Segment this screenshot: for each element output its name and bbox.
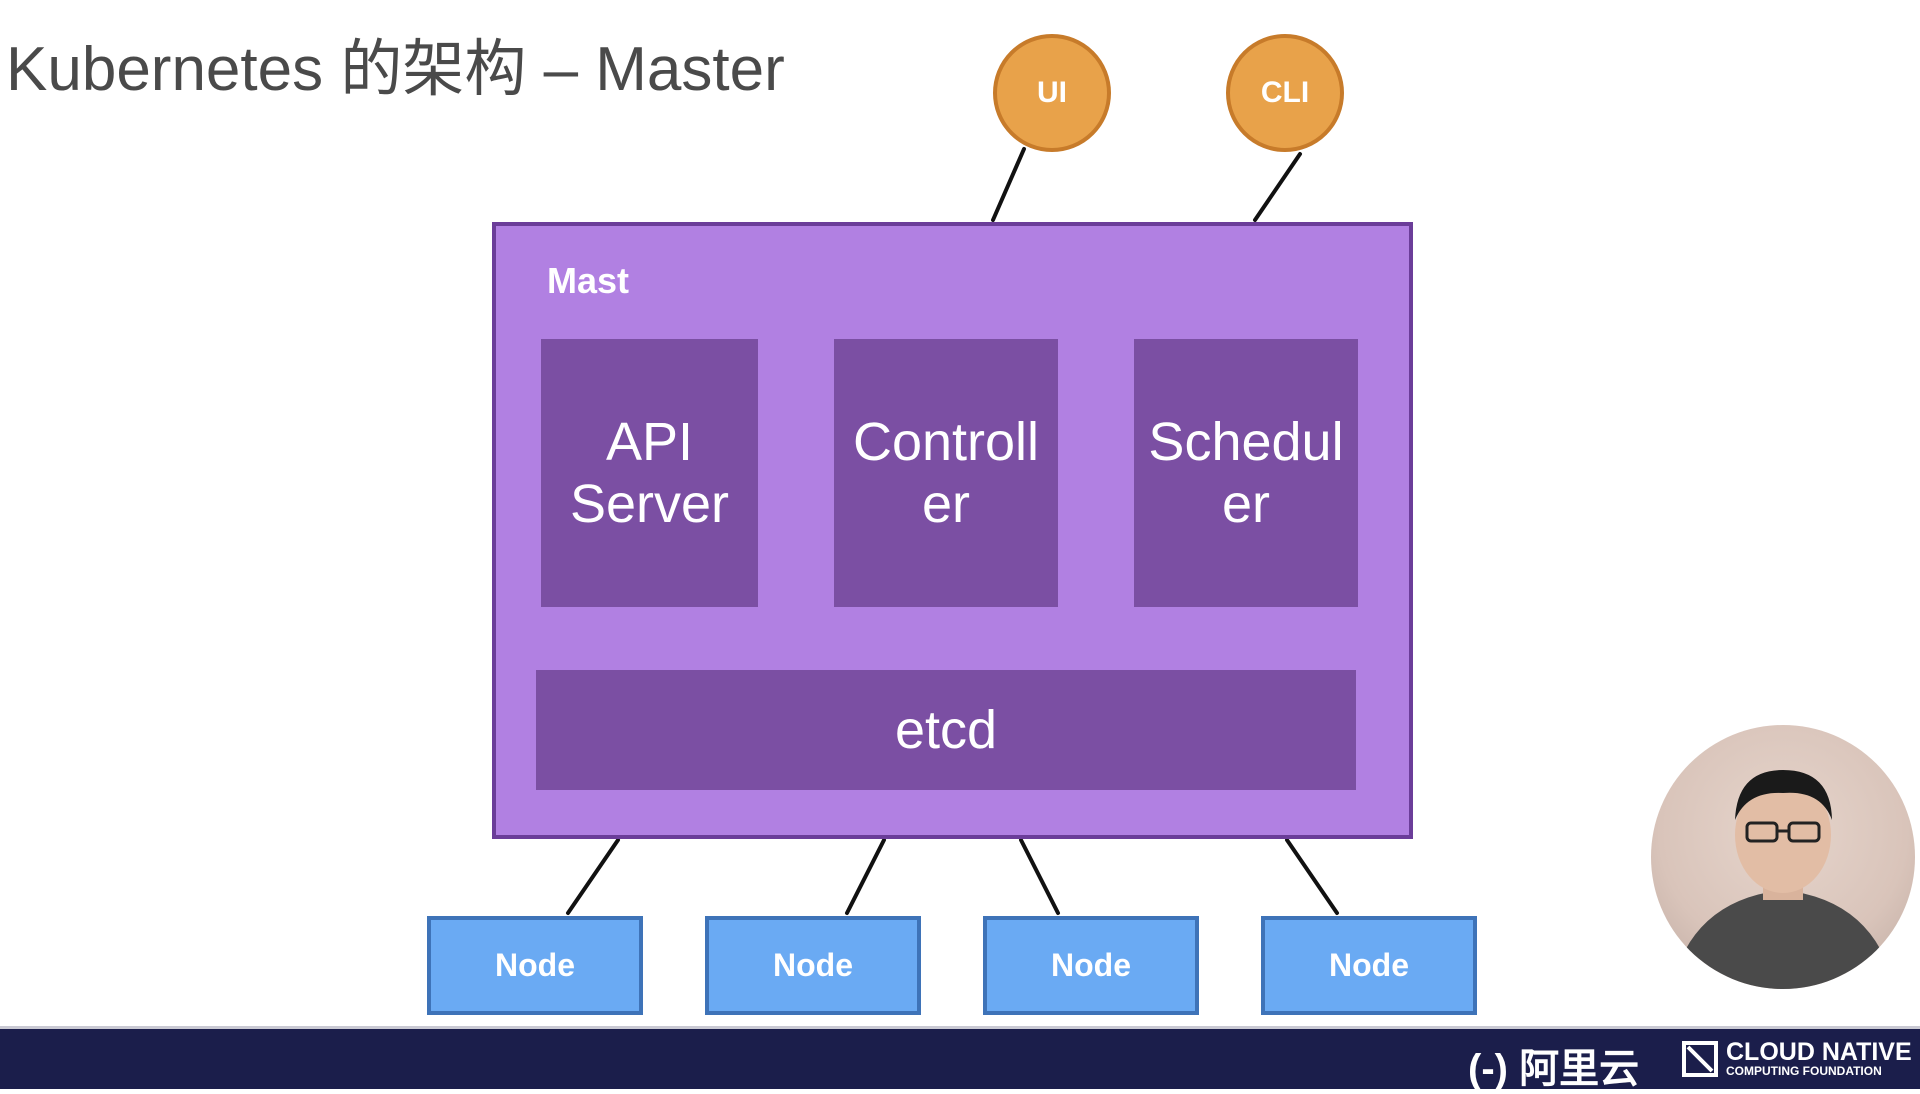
- ui-client: UI: [993, 34, 1111, 152]
- footer-bar: [0, 1026, 1920, 1089]
- node-label: Node: [495, 947, 575, 983]
- presenter-webcam: [1651, 725, 1915, 989]
- cli-connector: [1253, 152, 1302, 222]
- ui-label: UI: [1037, 76, 1067, 109]
- cncf-logo: CLOUD NATIVE COMPUTING FOUNDATION: [1682, 1040, 1912, 1078]
- node-connector: [566, 838, 620, 915]
- node-label: Node: [1329, 947, 1409, 983]
- node-box: Node: [1261, 916, 1477, 1015]
- cncf-sub-text: COMPUTING FOUNDATION: [1726, 1064, 1882, 1078]
- master-label: Mast: [547, 260, 630, 301]
- cncf-icon: [1682, 1041, 1718, 1077]
- component-label: Controll: [852, 412, 1040, 472]
- cncf-main-text: CLOUD NATIVE: [1726, 1038, 1912, 1066]
- presenter-image: [1671, 770, 1895, 989]
- node-label: Node: [1051, 947, 1131, 983]
- slide-title: Kubernetes 的架构 – Master: [6, 35, 785, 104]
- component-label: er: [1221, 474, 1270, 534]
- component-label: Server: [569, 474, 730, 534]
- node-label: Node: [773, 947, 853, 983]
- node-box: Node: [705, 916, 921, 1015]
- cli-label: CLI: [1260, 76, 1310, 109]
- node-box: Node: [427, 916, 643, 1015]
- node-connector: [845, 838, 886, 915]
- node-connector: [1019, 838, 1060, 915]
- node-box: Node: [983, 916, 1199, 1015]
- node-connector: [1285, 838, 1339, 915]
- ui-connector: [991, 147, 1026, 222]
- cli-client: CLI: [1226, 34, 1344, 152]
- component-label: er: [921, 474, 970, 534]
- component-label: Schedul: [1148, 412, 1344, 472]
- etcd-label: etcd: [894, 700, 998, 760]
- aliyun-logo: (-) 阿里云: [1468, 1047, 1640, 1091]
- etcd-box: etcd: [536, 670, 1356, 790]
- component-label: API: [605, 412, 694, 472]
